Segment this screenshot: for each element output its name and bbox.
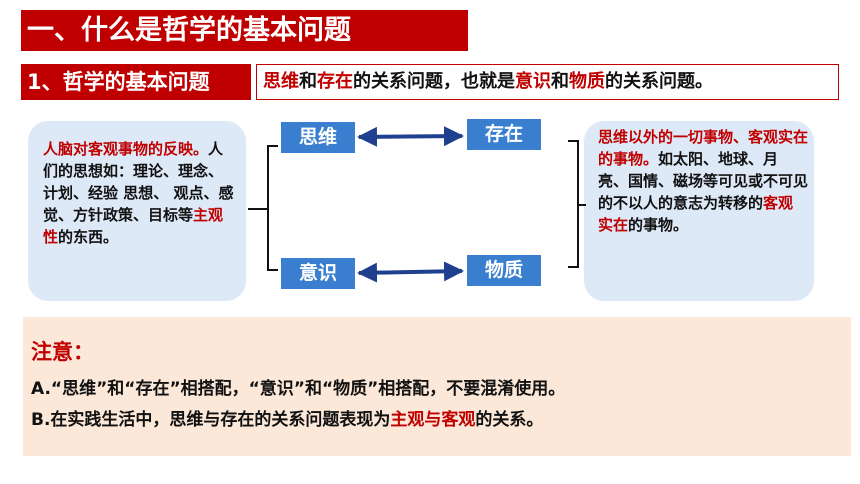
thinking-definition: 人脑对客观事物的反映。 <box>43 140 209 158</box>
concept-matter: 物质 <box>467 255 541 286</box>
concept-thinking: 思维 <box>281 122 355 153</box>
existence-tail: 的事物。 <box>628 216 689 234</box>
thinking-highlight: 主观性 <box>43 206 224 246</box>
statement-end: 的关系问题。 <box>605 71 713 92</box>
page-title: 一、什么是哲学的基本问题 <box>21 10 468 51</box>
statement-consciousness: 意识 <box>515 71 551 92</box>
statement-thinking: 思维 <box>263 71 299 92</box>
note-b-highlight: 主观与客观 <box>390 410 476 430</box>
thinking-examples: 人们的思想如：理论、理念、计划、经验 思想、 观点、感觉、方针政策、目标等 <box>43 140 234 224</box>
thinking-tail: 的东西。 <box>58 228 119 246</box>
existence-definition: 思维以外的一切事物、客观实在的事物。 <box>598 128 809 168</box>
thinking-existence-arrow <box>357 126 464 147</box>
note-b-tail: 的关系。 <box>475 410 544 430</box>
note-section <box>23 317 851 456</box>
right-bracket <box>568 140 586 268</box>
concept-consciousness: 意识 <box>281 258 355 289</box>
concept-existence: 存在 <box>467 119 541 150</box>
statement-middle: 的关系问题，也就是 <box>353 71 515 92</box>
note-title: 注意： <box>31 340 94 364</box>
existence-highlight: 客观实在 <box>598 194 794 234</box>
statement-and-1: 和 <box>299 71 317 92</box>
existence-definition-panel: 思维以外的一切事物、客观实在的事物。如太阳、地球、月亮、国情、磁场等可见或不可见… <box>584 121 814 301</box>
statement-matter: 物质 <box>569 71 605 92</box>
statement-existence: 存在 <box>317 71 353 92</box>
section-label: 1、哲学的基本问题 <box>21 64 251 100</box>
note-item-a: A.“思维”和“存在”相搭配，“意识”和“物质”相搭配，不要混淆使用。 <box>31 379 566 399</box>
statement-and-2: 和 <box>551 71 569 92</box>
consciousness-matter-arrow <box>357 261 464 283</box>
note-item-b: B.在实践生活中，思维与存在的关系问题表现为主观与客观的关系。 <box>31 405 543 430</box>
section-statement: 思维和存在的关系问题，也就是意识和物质的关系问题。 <box>256 64 839 100</box>
existence-examples: 如太阳、地球、月亮、国情、磁场等可见或不可见的不以人的意志为转移的 <box>598 150 809 212</box>
left-bracket <box>248 145 278 271</box>
thinking-definition-panel: 人脑对客观事物的反映。人们的思想如：理论、理念、计划、经验 思想、 观点、感觉、… <box>28 121 246 301</box>
note-b-text: B.在实践生活中，思维与存在的关系问题表现为 <box>31 410 391 430</box>
